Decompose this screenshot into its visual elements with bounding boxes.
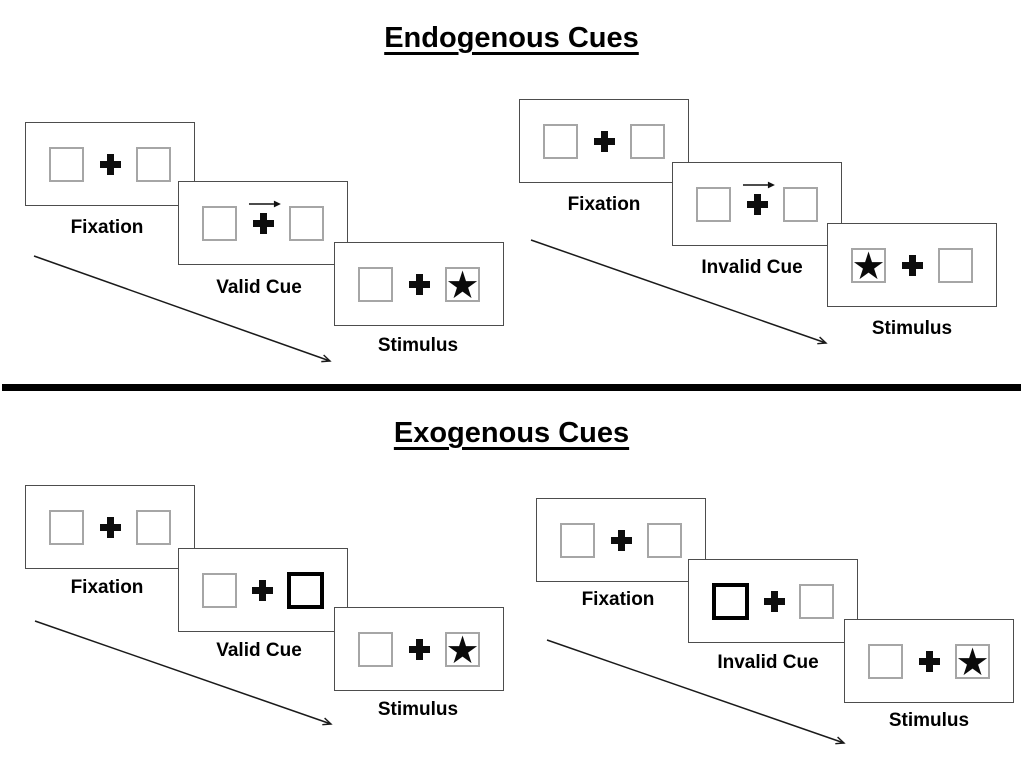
panel-label: Fixation <box>567 194 641 215</box>
cue-panel <box>688 559 858 643</box>
cue-panel <box>672 162 842 246</box>
section-divider <box>2 384 1021 391</box>
star-target-box: ★ <box>955 640 990 684</box>
fixation-cross-icon <box>593 130 615 152</box>
fixation-cross-icon <box>763 590 785 612</box>
panel-label: Stimulus <box>888 710 970 731</box>
right-arrow-cue-icon <box>742 181 775 188</box>
left-placeholder-box <box>358 266 393 302</box>
exogenous-section-title: Exogenous Cues <box>0 417 1023 450</box>
endogenous-title-text: Endogenous Cues <box>384 22 639 54</box>
highlighted-cue-box <box>712 582 749 620</box>
fixation-cross-icon <box>252 212 274 234</box>
panel-label: Stimulus <box>377 699 459 720</box>
left-placeholder-box <box>696 186 731 222</box>
left-placeholder-box <box>202 572 237 608</box>
panel-label: Valid Cue <box>216 277 302 298</box>
right-placeholder-box <box>630 123 665 159</box>
stimulus-panel: ★ <box>827 223 997 307</box>
star-icon: ★ <box>851 244 886 288</box>
cue-panel <box>178 548 348 632</box>
panel-label: Invalid Cue <box>701 257 803 278</box>
fixation-cross-icon <box>408 638 430 660</box>
fixation-cross-icon <box>610 529 632 551</box>
panel-label: Fixation <box>70 577 144 598</box>
star-icon: ★ <box>445 628 480 672</box>
star-icon: ★ <box>955 640 990 684</box>
cue-panel <box>178 181 348 265</box>
fixation-cross-icon <box>746 193 768 215</box>
left-placeholder-box <box>49 509 84 545</box>
left-placeholder-box <box>49 146 84 182</box>
left-placeholder-box <box>543 123 578 159</box>
stimulus-panel: ★ <box>334 242 504 326</box>
panel-label: Stimulus <box>377 335 459 356</box>
panel-label: Invalid Cue <box>717 652 819 673</box>
panel-label: Valid Cue <box>216 640 302 661</box>
fixation-cross-icon <box>408 273 430 295</box>
endogenous-section-title: Endogenous Cues <box>0 22 1023 55</box>
fixation-cross-icon <box>901 254 923 276</box>
left-placeholder-box <box>560 522 595 558</box>
panel-label: Fixation <box>70 217 144 238</box>
sequence-arrow-endogenous-invalid <box>530 239 828 345</box>
star-target-box: ★ <box>445 263 480 307</box>
right-placeholder-box <box>289 205 324 241</box>
panel-label: Stimulus <box>871 318 953 339</box>
exogenous-title-text: Exogenous Cues <box>393 417 630 449</box>
panel-label: Fixation <box>581 589 655 610</box>
sequence-arrow-exogenous-valid <box>34 620 333 726</box>
fixation-cross-icon <box>251 579 273 601</box>
left-placeholder-box <box>358 631 393 667</box>
right-placeholder-box <box>799 583 834 619</box>
star-target-box: ★ <box>851 244 886 288</box>
stimulus-panel: ★ <box>844 619 1014 703</box>
right-placeholder-box <box>783 186 818 222</box>
star-target-box: ★ <box>445 628 480 672</box>
fixation-panel <box>536 498 706 582</box>
left-placeholder-box <box>868 643 903 679</box>
fixation-cross-icon <box>99 516 121 538</box>
fixation-cross-icon <box>99 153 121 175</box>
right-placeholder-box <box>136 146 171 182</box>
right-placeholder-box <box>136 509 171 545</box>
right-arrow-cue-icon <box>248 200 281 207</box>
fixation-panel <box>25 122 195 206</box>
fixation-cross-icon <box>918 650 940 672</box>
star-icon: ★ <box>445 263 480 307</box>
fixation-panel <box>25 485 195 569</box>
right-placeholder-box <box>938 247 973 283</box>
right-placeholder-box <box>647 522 682 558</box>
sequence-arrow-endogenous-valid <box>33 255 332 363</box>
left-placeholder-box <box>202 205 237 241</box>
fixation-panel <box>519 99 689 183</box>
highlighted-cue-box <box>287 571 324 609</box>
stimulus-panel: ★ <box>334 607 504 691</box>
